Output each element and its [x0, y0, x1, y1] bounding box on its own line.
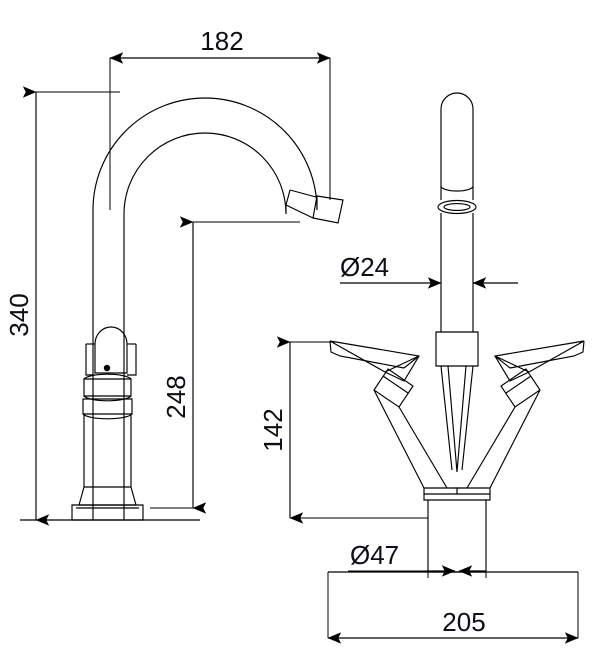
- cartridge-dome: [94, 326, 128, 374]
- base-cylinder-outline: [427, 500, 487, 573]
- handle-right-lever-end: [494, 355, 511, 369]
- collar-ring-upper-bottom-ellipse: [83, 395, 132, 402]
- handle-left: [329, 340, 448, 489]
- spout-stem: [437, 92, 477, 332]
- base-plate: [71, 504, 144, 521]
- shoulder-right: [127, 344, 137, 376]
- handle-left-lever-underside: [329, 340, 405, 369]
- body-shell-seams: [440, 365, 474, 473]
- stem-outline: [440, 92, 474, 200]
- dim-label-205: 205: [442, 607, 485, 637]
- dim-label-d24: Ø24: [340, 252, 389, 282]
- seam-center-left: [447, 365, 458, 473]
- base-collar-body: [423, 487, 491, 501]
- index-dot: [103, 364, 111, 372]
- handle-left-cone-inner: [398, 406, 448, 489]
- dim-label-142: 142: [258, 408, 288, 451]
- handle-left-lever-top: [329, 340, 420, 382]
- handle-left-collar-rib: [382, 375, 409, 394]
- handle-right: [466, 340, 585, 489]
- dim-label-248: 248: [161, 375, 191, 418]
- aerator-tip: [312, 195, 344, 224]
- side-elevation-view: [20, 97, 344, 521]
- collar-ring-lower-bottom-ellipse: [82, 413, 133, 420]
- dimension-spout-reach: [109, 52, 331, 210]
- hub-block: [435, 331, 479, 367]
- dimension-overall-width: [327, 572, 579, 644]
- dimension-handle-height: [276, 336, 428, 524]
- spout-outer-profile: [92, 97, 318, 520]
- spout-inner-profile: [123, 132, 287, 520]
- handle-right-cone-outer: [489, 389, 541, 489]
- aerator-tip-left-edge: [285, 189, 291, 206]
- base-cylinder: [427, 500, 487, 573]
- handle-right-lever-top: [494, 340, 585, 382]
- dimension-base-diameter: [348, 500, 487, 578]
- seam-outer-right: [461, 365, 474, 471]
- handle-right-cone-inner: [466, 406, 516, 489]
- collar-ring-upper-top-ellipse: [83, 373, 132, 380]
- column-body: [71, 326, 144, 521]
- body-barrel: [78, 414, 137, 506]
- dimension-outlet-height: [150, 216, 300, 514]
- handle-right-lever-underside: [509, 340, 585, 369]
- aerator-tip-seam: [285, 204, 314, 219]
- dimension-overall-height: [22, 86, 120, 526]
- spout-outline: [92, 97, 344, 520]
- aerator-tip-upper-seam: [289, 189, 317, 198]
- dim-label-d47: Ø47: [350, 540, 399, 570]
- dim-label-182: 182: [200, 26, 243, 56]
- aerator-ring-outer: [437, 199, 477, 215]
- handle-right-collar-rib: [505, 375, 532, 394]
- front-elevation-view: [328, 92, 585, 573]
- handle-right-lever-seam: [494, 355, 530, 373]
- center-hub: [435, 331, 479, 367]
- handle-left-cone-outer: [373, 389, 425, 489]
- seam-outer-left: [440, 365, 453, 471]
- aerator-ring-inner: [443, 203, 471, 211]
- aerator-tip-join: [315, 195, 318, 198]
- handle-left-lever-end: [403, 355, 420, 369]
- dim-label-340: 340: [4, 293, 34, 336]
- shoulder-left: [85, 344, 95, 376]
- stem-ring-shoulder: [440, 185, 474, 192]
- seam-center-right: [456, 365, 467, 473]
- base-collar: [423, 487, 491, 501]
- handle-left-lever-seam: [384, 355, 420, 373]
